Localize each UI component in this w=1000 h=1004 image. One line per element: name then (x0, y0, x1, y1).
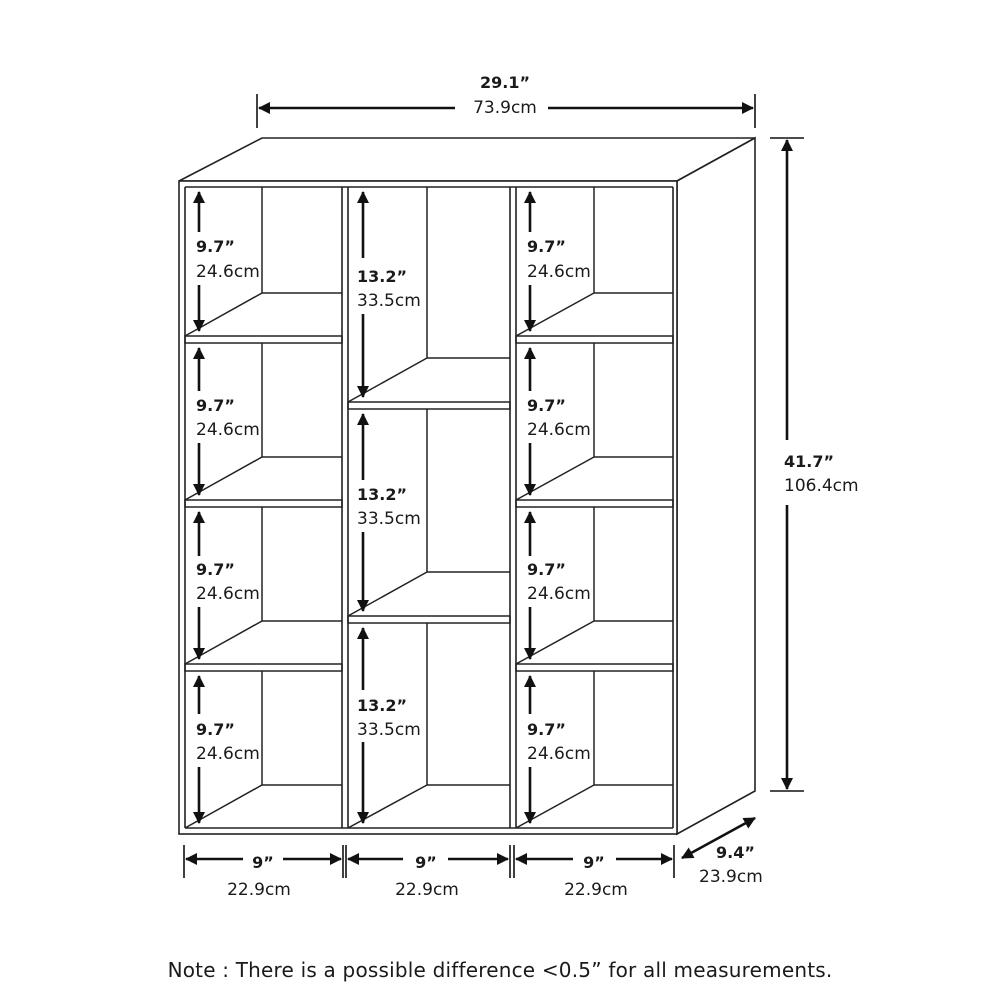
height-metric: 106.4cm (784, 476, 859, 496)
right-cubby-2-metric: 24.6cm (527, 420, 591, 440)
right-cubby-4-imperial: 9.7” (527, 720, 566, 739)
left-cubby-3-imperial: 9.7” (196, 560, 235, 579)
column-1-width-imperial: 9” (252, 853, 274, 872)
center-cubby-1-metric: 33.5cm (357, 291, 421, 311)
dimension-lines (183, 94, 804, 878)
center-cubby-2-metric: 33.5cm (357, 509, 421, 529)
width-dimension-line (256, 94, 756, 128)
right-column-cubbies (515, 187, 674, 829)
left-cubby-1-metric: 24.6cm (196, 262, 260, 282)
right-cubby-3-metric: 24.6cm (527, 584, 591, 604)
column-2-width-metric: 22.9cm (395, 880, 459, 900)
width-imperial: 29.1” (480, 73, 530, 92)
left-cubby-1-imperial: 9.7” (196, 237, 235, 256)
height-dimension-line (770, 137, 804, 792)
left-cubby-2-imperial: 9.7” (196, 396, 235, 415)
column-width-labels: 9” 22.9cm 9” 22.9cm 9” 22.9cm (227, 853, 628, 900)
right-cubby-1-metric: 24.6cm (527, 262, 591, 282)
center-cubby-3-imperial: 13.2” (357, 696, 407, 715)
column-3-width-metric: 22.9cm (564, 880, 628, 900)
center-cubby-3-metric: 33.5cm (357, 720, 421, 740)
center-cubby-2-imperial: 13.2” (357, 485, 407, 504)
depth-imperial: 9.4” (716, 843, 755, 862)
column-1-width-metric: 22.9cm (227, 880, 291, 900)
column-width-dimension-lines (183, 845, 675, 878)
left-cubby-3-metric: 24.6cm (196, 584, 260, 604)
right-cubby-2-imperial: 9.7” (527, 396, 566, 415)
height-dimension-label: 41.7” 106.4cm (784, 452, 859, 496)
left-cubby-4-metric: 24.6cm (196, 744, 260, 764)
depth-metric: 23.9cm (699, 867, 763, 887)
right-cubby-4-metric: 24.6cm (527, 744, 591, 764)
left-cubby-2-metric: 24.6cm (196, 420, 260, 440)
width-metric: 73.9cm (473, 98, 537, 118)
depth-dimension-label: 9.4” 23.9cm (699, 843, 763, 887)
left-cubby-labels: 9.7” 24.6cm 9.7” 24.6cm 9.7” 24.6cm 9.7”… (196, 237, 260, 764)
side-panel (676, 136, 756, 836)
center-column-cubbies (347, 187, 511, 829)
column-2-width-imperial: 9” (415, 853, 437, 872)
center-cubby-labels: 13.2” 33.5cm 13.2” 33.5cm 13.2” 33.5cm (357, 267, 421, 740)
center-cubby-1-imperial: 13.2” (357, 267, 407, 286)
measurement-note: Note : There is a possible difference <0… (167, 958, 833, 982)
bookcase-outline (178, 136, 756, 836)
left-cubby-4-imperial: 9.7” (196, 720, 235, 739)
height-imperial: 41.7” (784, 452, 834, 471)
right-cubby-labels: 9.7” 24.6cm 9.7” 24.6cm 9.7” 24.6cm 9.7”… (527, 237, 591, 764)
top-surface (178, 137, 756, 182)
left-column-cubbies (184, 187, 343, 829)
column-3-width-imperial: 9” (583, 853, 605, 872)
right-cubby-3-imperial: 9.7” (527, 560, 566, 579)
right-cubby-1-imperial: 9.7” (527, 237, 566, 256)
depth-dimension-line (681, 816, 756, 860)
width-dimension-label: 29.1” 73.9cm (473, 73, 537, 118)
